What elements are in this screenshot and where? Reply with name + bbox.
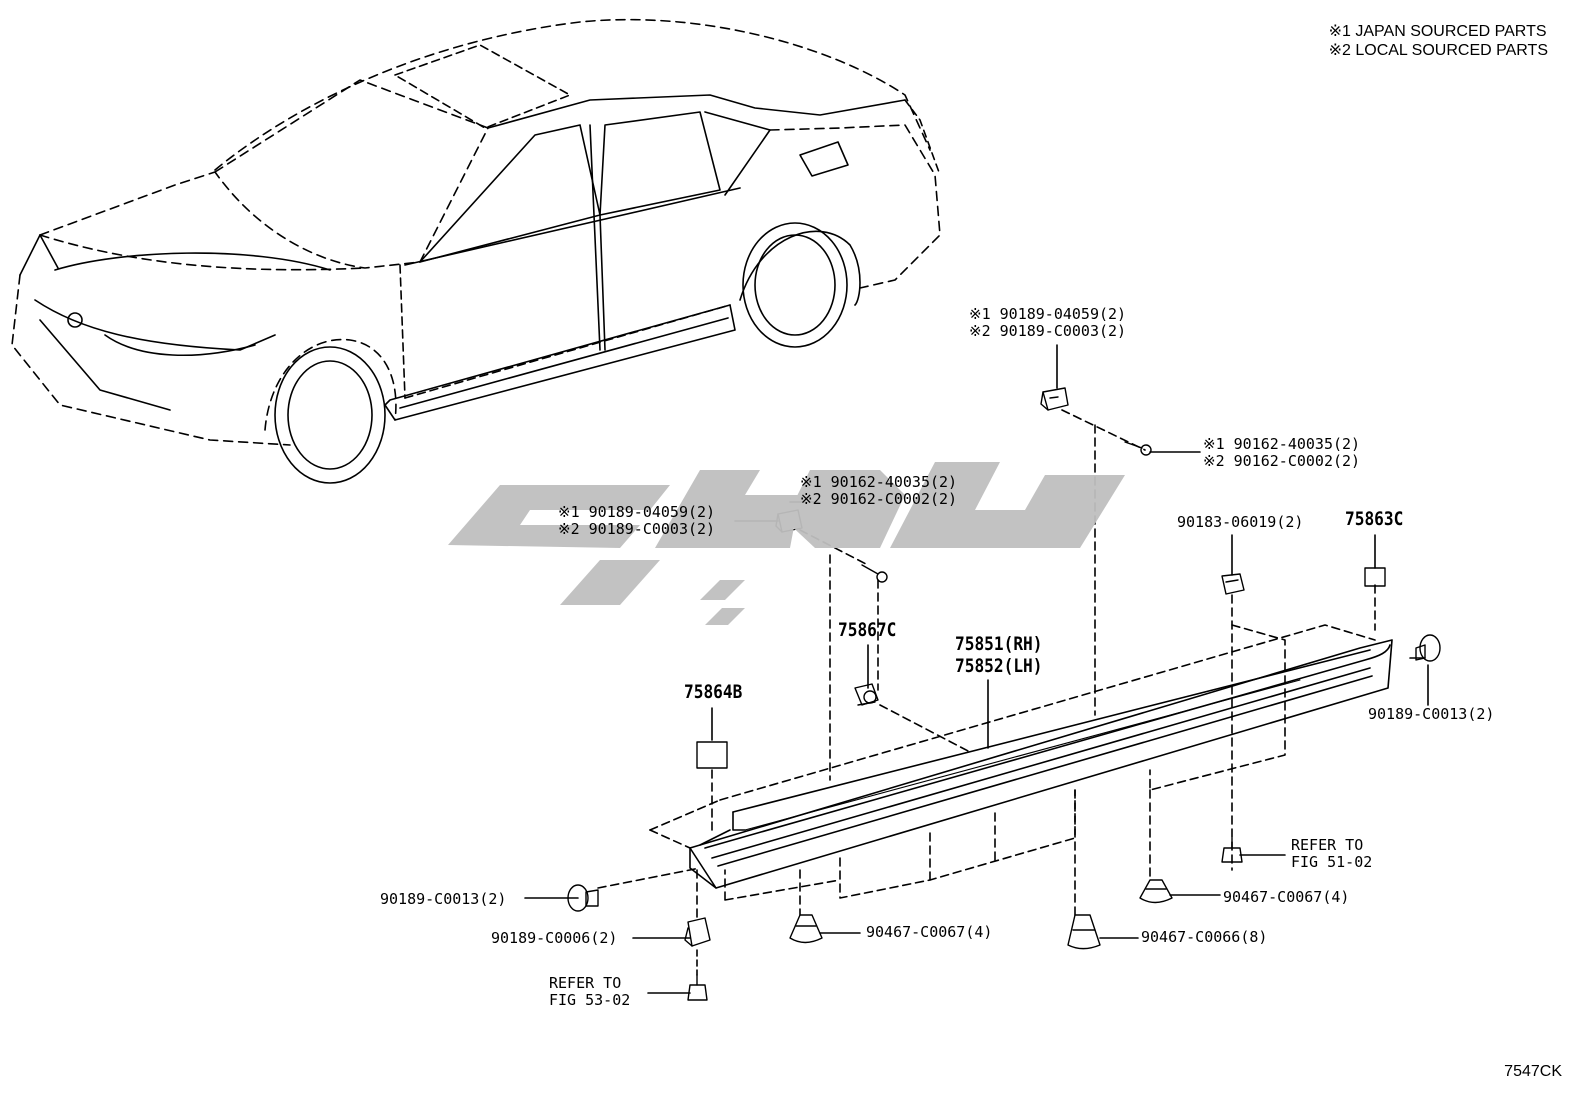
tape-right-icon <box>1364 567 1386 587</box>
clip-75867c-icon <box>854 683 879 706</box>
callout-nut-right: 90183-06019(2) <box>1177 513 1304 531</box>
clip-right-end-icon <box>1415 634 1441 662</box>
nut-right-icon <box>1221 573 1245 595</box>
callout-refer-right: REFER TO FIG 51-02 <box>1291 836 1373 871</box>
callout-clip-left-end: 90189-C0013(2) <box>380 890 507 908</box>
callout-clip-right-end: 90189-C0013(2) <box>1368 705 1495 723</box>
legend-japan-sourced: ※1 JAPAN SOURCED PARTS <box>1328 23 1547 40</box>
clip-left-end-icon <box>567 884 599 912</box>
callout-tape-left: 75864B <box>684 681 743 703</box>
callout-moulding: 75851(RH) 75852(LH) <box>955 633 1043 677</box>
callout-grommet-mid: 90467-C0066(8) <box>1141 928 1268 946</box>
grommet-mid-icon <box>1067 914 1101 950</box>
figure-code: 7547CK <box>1504 1063 1562 1080</box>
callout-grommet-right: 90467-C0067(4) <box>1223 888 1350 906</box>
callout-clip-75867c: 75867C <box>838 619 897 641</box>
clip-bottom-left-icon <box>684 917 711 947</box>
callout-refer-left: REFER TO FIG 53-02 <box>549 974 631 1009</box>
clip-mid-icon <box>775 509 803 533</box>
rocker-panel-moulding-icon <box>649 624 1393 901</box>
callout-clip-bottom-left: 90189-C0006(2) <box>491 929 618 947</box>
screw-mid-icon <box>861 564 888 583</box>
grommet-left-icon <box>789 914 823 944</box>
legend-local-sourced: ※2 LOCAL SOURCED PARTS <box>1328 42 1548 59</box>
leader-lines <box>524 344 1429 994</box>
clip-top-icon <box>1040 387 1069 411</box>
callout-mid-screw: ※1 90162-40035(2) ※2 90162-C0002(2) <box>800 473 958 508</box>
bolt-left-icon <box>687 974 708 1001</box>
screw-top-icon <box>1124 441 1152 456</box>
callout-top-screw: ※1 90162-40035(2) ※2 90162-C0002(2) <box>1203 435 1361 470</box>
grommet-right-icon <box>1139 879 1173 904</box>
bolt-right-icon <box>1221 837 1243 863</box>
callout-top-clip: ※1 90189-04059(2) ※2 90189-C0003(2) <box>969 305 1127 340</box>
callout-mid-clip: ※1 90189-04059(2) ※2 90189-C0003(2) <box>558 503 716 538</box>
callout-tape-right: 75863C <box>1345 508 1404 530</box>
tape-left-icon <box>696 741 728 769</box>
legend: ※1 JAPAN SOURCED PARTS ※2 LOCAL SOURCED … <box>1329 22 1548 60</box>
sedan-outline-icon <box>11 18 941 484</box>
callout-grommet-left: 90467-C0067(4) <box>866 923 993 941</box>
